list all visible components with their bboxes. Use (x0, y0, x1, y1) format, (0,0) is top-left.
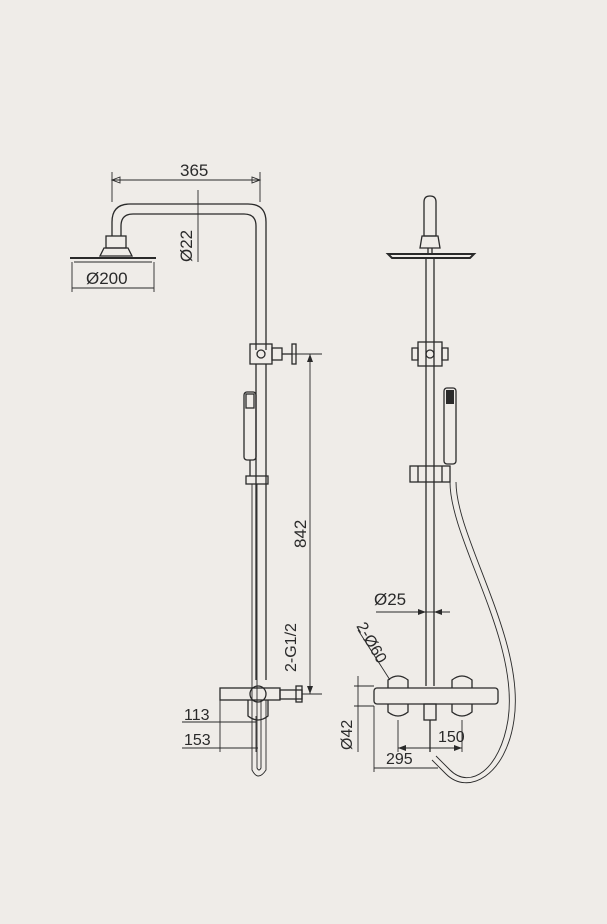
dim-arm-length: 365 (180, 161, 208, 180)
head-connector (105, 235, 127, 249)
shower-arm-outer (111, 203, 267, 350)
front-valve-bar (373, 687, 499, 705)
dim-inlet-spacing: 150 (438, 729, 465, 746)
dim-valve-width: 295 (386, 751, 413, 768)
shower-arm-inner (120, 213, 257, 350)
dim-arm-diameter: Ø22 (177, 230, 196, 262)
shower-head-plate (385, 253, 477, 259)
dim-offset-1: 113 (184, 707, 210, 724)
hose (251, 484, 267, 777)
dim-rail-diameter: Ø25 (374, 590, 406, 609)
dim-offset-2: 153 (184, 732, 211, 749)
front-view (354, 195, 516, 784)
side-view (70, 172, 322, 777)
dim-valve-diameter: Ø42 (339, 720, 356, 750)
front-upper-clamp (417, 341, 443, 367)
slider-holder (409, 465, 451, 483)
dim-head-diameter: Ø200 (86, 269, 128, 288)
dim-bracket-height: 842 (291, 520, 310, 548)
front-hose (435, 481, 510, 779)
dim-connection: 2-G1/2 (283, 623, 300, 672)
dim-inlet-diameter: 2-Ø60 (353, 620, 390, 667)
front-hand-shower (443, 387, 457, 465)
upper-clamp (249, 343, 273, 365)
